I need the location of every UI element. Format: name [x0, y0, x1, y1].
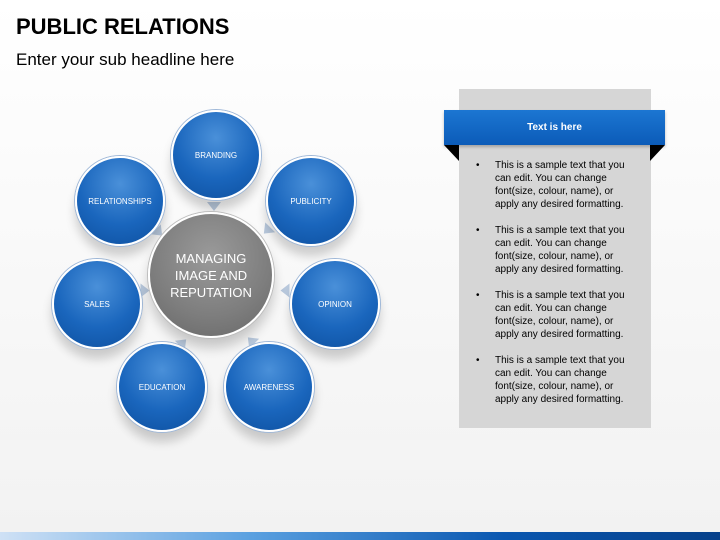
bullet-item: This is a sample text that you can edit.… [476, 224, 636, 276]
node-opinion: OPINION [290, 259, 380, 349]
node-education: EDUCATION [117, 342, 207, 432]
node-label: SALES [84, 299, 110, 309]
banner-fold-right [650, 145, 665, 161]
connector-arrow [280, 283, 290, 298]
node-label: AWARENESS [243, 382, 295, 392]
panel-banner: Text is here [444, 110, 665, 145]
node-label: BRANDING [194, 150, 238, 160]
node-publicity: PUBLICITY [266, 156, 356, 246]
node-label: EDUCATION [138, 382, 186, 392]
center-label: MANAGING IMAGE AND REPUTATION [170, 250, 252, 300]
center-circle: MANAGING IMAGE AND REPUTATION [148, 212, 274, 338]
bullet-list: This is a sample text that you can edit.… [476, 159, 636, 419]
bullet-item: This is a sample text that you can edit.… [476, 289, 636, 341]
node-relationships: RELATIONSHIPS [75, 156, 165, 246]
node-branding: BRANDING [171, 110, 261, 200]
node-label: PUBLICITY [290, 196, 332, 206]
bullet-item: This is a sample text that you can edit.… [476, 159, 636, 211]
panel-heading: Text is here [527, 122, 582, 133]
node-awareness: AWARENESS [224, 342, 314, 432]
node-label: OPINION [318, 299, 352, 309]
node-sales: SALES [52, 259, 142, 349]
bottom-accent-bar [0, 532, 720, 540]
node-label: RELATIONSHIPS [88, 196, 152, 206]
page-title: PUBLIC RELATIONS [16, 14, 230, 39]
bullet-item: This is a sample text that you can edit.… [476, 354, 636, 406]
page-subtitle: Enter your sub headline here [16, 50, 235, 69]
banner-fold-left [444, 145, 459, 161]
connector-arrow [207, 202, 221, 211]
